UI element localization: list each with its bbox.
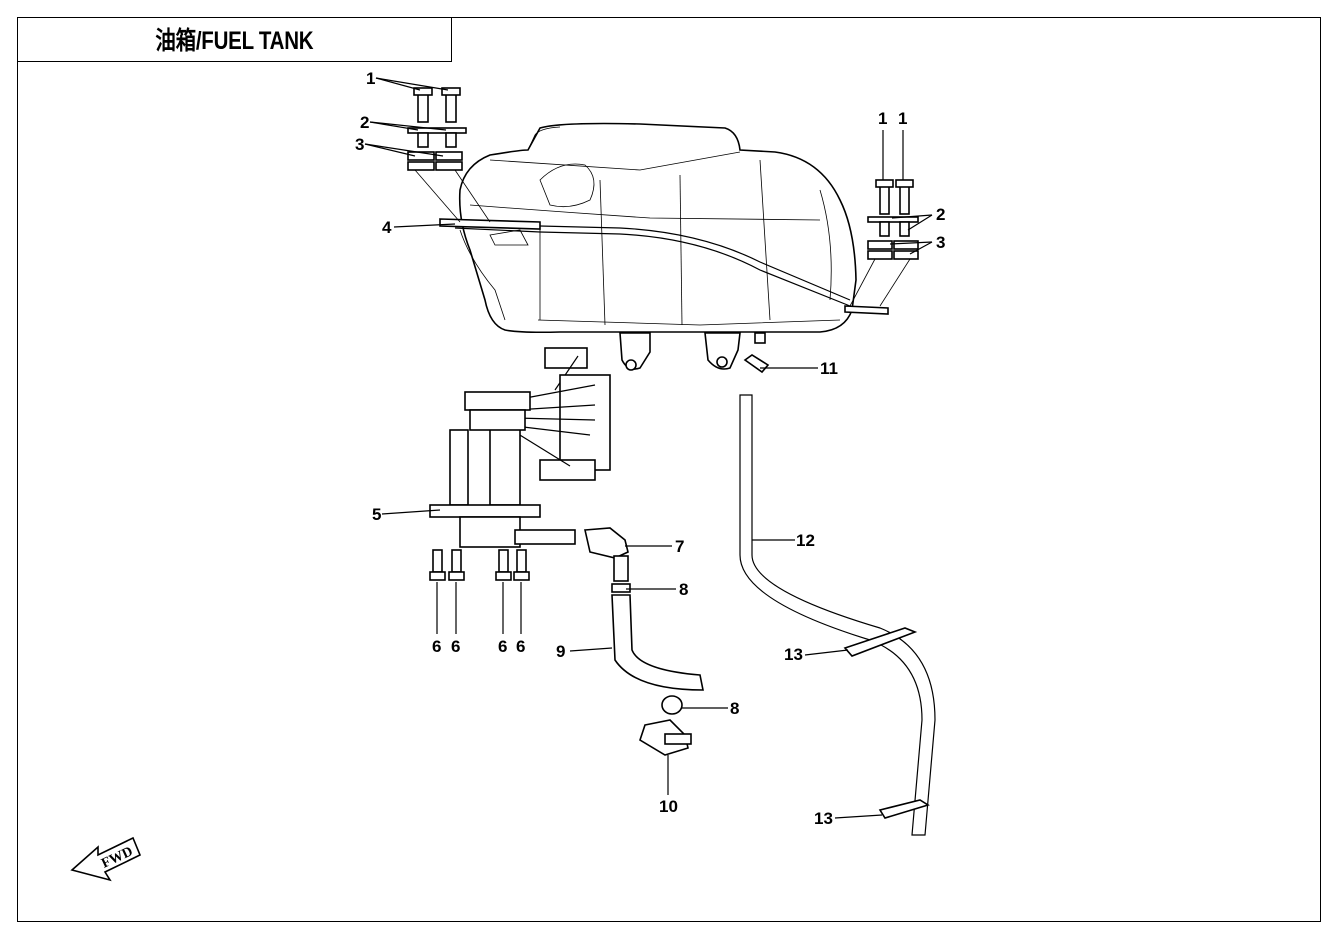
drawing-frame [17, 17, 1321, 922]
callout-5: 5 [372, 505, 381, 524]
leader-lines [364, 77, 933, 819]
fuel-pump-assembly [429, 347, 611, 581]
title-box: 油箱/FUEL TANK [17, 17, 452, 62]
callout-7: 7 [675, 537, 684, 556]
left-mount-hardware [407, 87, 491, 223]
callout-13-bottom: 13 [814, 809, 833, 828]
page-title: 油箱/FUEL TANK [154, 27, 314, 55]
fuel-line-parts [584, 527, 704, 756]
callout-9: 9 [556, 642, 565, 661]
callout-11: 11 [820, 359, 838, 378]
callout-8-top: 8 [679, 580, 688, 599]
callout-6-a: 6 [432, 637, 441, 656]
callout-1-right-b: 1 [898, 109, 907, 128]
vent-hose [739, 354, 936, 836]
callout-12: 12 [796, 531, 815, 550]
callout-2-right: 2 [936, 205, 945, 224]
fuel-tank [439, 122, 889, 371]
callout-3-right: 3 [936, 233, 945, 252]
callout-2-left: 2 [360, 113, 369, 132]
callout-1-left: 1 [366, 69, 375, 88]
callout-4: 4 [382, 218, 392, 237]
fwd-arrow: FWD [70, 836, 142, 882]
callout-8-bottom: 8 [730, 699, 739, 718]
callout-13-top: 13 [784, 645, 803, 664]
callout-6-d: 6 [516, 637, 525, 656]
callout-labels: 1 2 3 4 5 6 6 6 6 7 8 9 8 10 11 12 13 13… [355, 69, 945, 828]
callout-6-b: 6 [451, 637, 460, 656]
callout-3-left: 3 [355, 135, 364, 154]
callout-10: 10 [659, 797, 678, 816]
right-mount-hardware [849, 179, 919, 307]
callout-6-c: 6 [498, 637, 507, 656]
callout-1-right-a: 1 [878, 109, 887, 128]
